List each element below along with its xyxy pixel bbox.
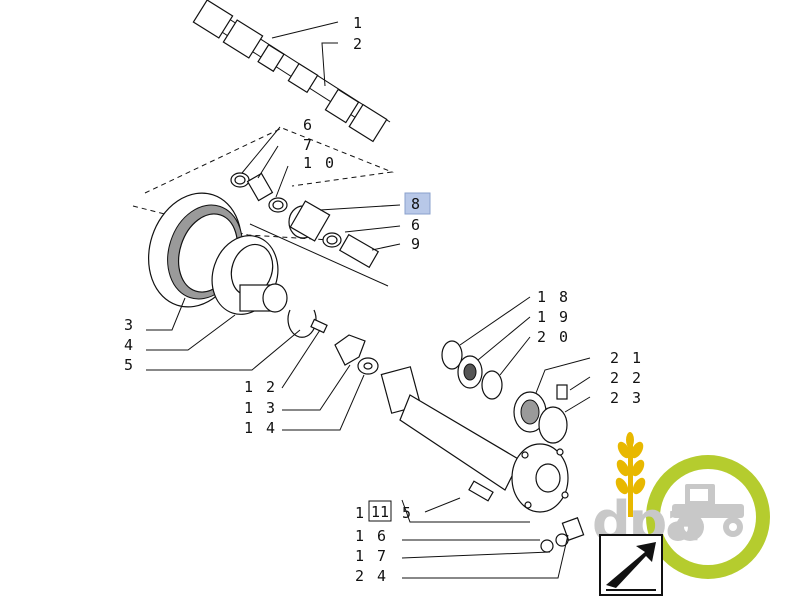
splined-shaft-upper (192, 0, 391, 143)
thrust-parts (310, 318, 379, 375)
callout-13: 1 3 (244, 399, 277, 417)
callout-18: 1 8 (537, 288, 570, 306)
callout-24: 2 4 (355, 567, 388, 585)
callout-1: 1 (353, 14, 364, 32)
callout-19: 1 9 (537, 308, 570, 326)
callout-16: 1 6 (355, 527, 388, 545)
callout-8-highlight (404, 192, 431, 215)
planet-gear-parts (230, 172, 389, 287)
leader-lines (146, 21, 591, 579)
callout-2: 2 (353, 35, 364, 53)
callout-17: 1 7 (355, 547, 388, 565)
callout-4: 4 (124, 336, 135, 354)
callout-11: 11 (371, 503, 389, 521)
callout-14: 1 4 (244, 419, 277, 437)
callout-23: 2 3 (610, 389, 643, 407)
return-arrow-icon[interactable] (599, 534, 663, 596)
callout-12: 1 2 (244, 378, 277, 396)
callout-22: 2 2 (610, 369, 643, 387)
callout-20: 2 0 (537, 328, 570, 346)
callout-15-suffix: 5 (402, 504, 413, 522)
callout-10: 1 0 (303, 154, 336, 172)
tractor-icon (672, 484, 744, 541)
callout-7: 7 (303, 136, 314, 154)
fasteners (468, 480, 585, 553)
callout-11-box (368, 500, 392, 522)
callout-6-lower: 6 (411, 216, 422, 234)
bearing-set (441, 340, 503, 400)
callout-labels: 1 2 6 7 1 0 8 6 9 3 4 5 1 2 1 3 1 4 1 8 … (124, 14, 643, 585)
callout-3: 3 (124, 316, 135, 334)
planet-carrier (211, 235, 288, 315)
callout-9: 9 (411, 235, 422, 253)
wheat-icon (615, 432, 646, 517)
callout-5: 5 (124, 356, 135, 374)
hub-seal-parts (513, 384, 568, 444)
callout-21: 2 1 (610, 349, 643, 367)
dpa-logo: dpa (592, 432, 770, 579)
callout-15-prefix: 1 (355, 504, 366, 522)
callout-6-upper: 6 (303, 116, 314, 134)
axle-shaft (380, 366, 569, 513)
callout-8: 8 (411, 195, 422, 213)
